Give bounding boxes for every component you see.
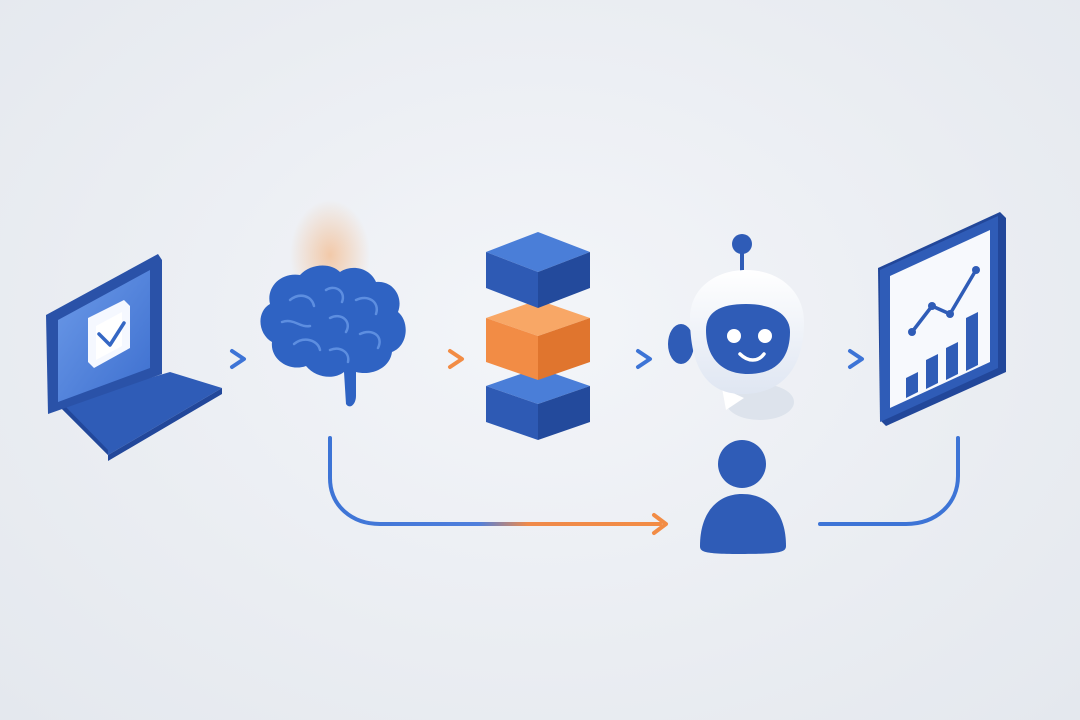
laptop-checklist-icon <box>46 254 222 461</box>
arrow-brain-to-user <box>328 436 668 535</box>
block-top <box>486 232 590 308</box>
arrow-robot-to-dashboard <box>816 349 864 369</box>
arrow-laptop-to-brain <box>200 349 246 369</box>
block-middle <box>486 300 590 380</box>
bar-line-chart-icon <box>878 212 1006 426</box>
stacked-blocks-icon <box>486 232 590 440</box>
user-icon <box>700 440 786 554</box>
arrow-brain-to-stack <box>416 349 464 369</box>
document-check-icon <box>88 300 130 368</box>
arrow-stack-to-robot <box>604 349 652 369</box>
arrow-dashboard-to-user <box>818 436 960 526</box>
block-bottom <box>486 368 590 440</box>
brain-icon <box>260 168 406 407</box>
chatbot-robot-icon <box>668 234 804 420</box>
